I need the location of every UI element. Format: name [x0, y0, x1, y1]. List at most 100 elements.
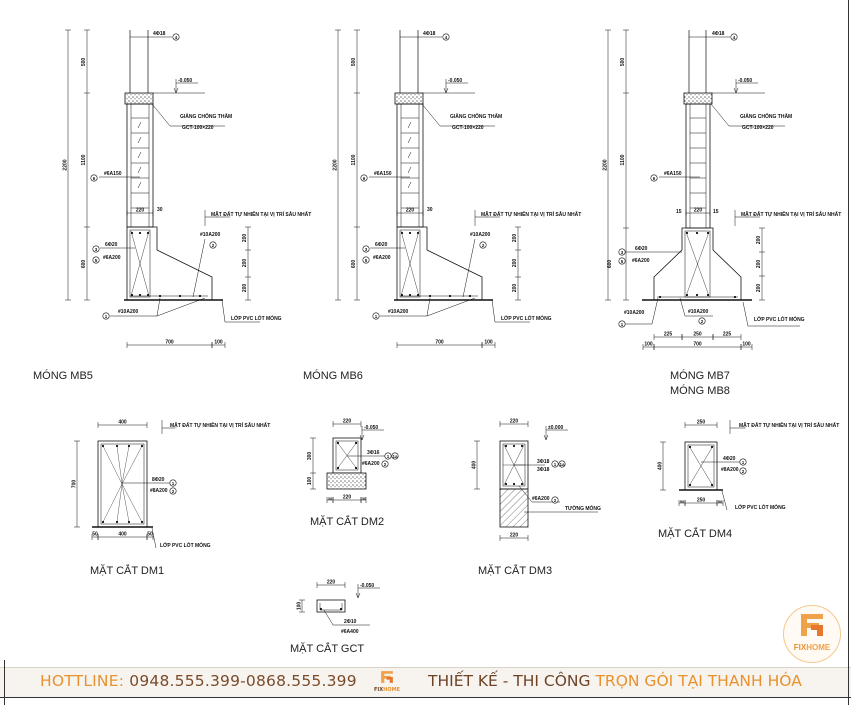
- marker-circle: [169, 487, 177, 495]
- marker-number: 4: [445, 35, 448, 40]
- rebar-dot: [685, 231, 689, 235]
- elevation-label: -0.050: [738, 78, 752, 84]
- marker-number: 1a: [392, 454, 398, 459]
- rebar-tick: [407, 181, 412, 189]
- bar-label: 3Φ18: [537, 467, 550, 473]
- leader-line: [518, 485, 560, 503]
- stirrup-label: #6A150: [374, 171, 392, 177]
- tie-line: [102, 445, 123, 485]
- dimension-label: 200: [512, 259, 518, 268]
- rebar-dot: [408, 293, 412, 297]
- drawing-title: MẶT CẮT DM3: [478, 564, 552, 577]
- rebar-dot: [685, 293, 689, 297]
- dimension-label: 250: [697, 420, 706, 426]
- leader-line: [221, 299, 260, 323]
- marker-number: 1: [375, 314, 378, 319]
- rebar-dot: [688, 483, 692, 487]
- rebar-tick: [407, 166, 412, 174]
- marker-circle: [739, 467, 747, 475]
- marker-number: 2: [701, 319, 704, 324]
- leader-line: [323, 609, 370, 626]
- dimension-label: 200: [756, 236, 762, 245]
- slogan-part-2: TRỌN GÓI TẠI THANH HÓA: [595, 672, 802, 690]
- dimension-label: 200: [242, 234, 248, 243]
- drawing-title: MẶT CẮT DM2: [310, 515, 384, 528]
- waterproof-beam: [394, 92, 424, 105]
- side-bar-label: #10A200: [470, 232, 491, 238]
- dimension-label: 600: [81, 260, 87, 269]
- leader-line: [679, 297, 713, 317]
- tie-line: [102, 483, 123, 523]
- rebar-dot: [138, 293, 142, 297]
- rebar-dot: [658, 295, 662, 299]
- dimension-label: 100: [307, 477, 313, 486]
- pvc-label: LỚP PVC LÓT MÓNG: [735, 503, 786, 511]
- dimension-label: 50: [147, 532, 153, 538]
- marker-circle: [551, 496, 559, 504]
- rebar-dot: [706, 231, 710, 235]
- cover-label: 30: [427, 207, 433, 213]
- rebar-dot: [416, 231, 420, 235]
- dimension-label: 700: [435, 340, 444, 346]
- dimension-label: 220: [343, 495, 352, 501]
- elevation-label: -0.050: [448, 78, 462, 84]
- main-bar-label: 6Φ20: [105, 242, 118, 248]
- rebar-dot: [130, 231, 134, 235]
- elevation-arrow: [733, 87, 739, 94]
- dimension-label: 220: [343, 419, 352, 425]
- rebar-tick: [137, 166, 142, 174]
- bottom-bar-label: #10A200: [388, 309, 409, 315]
- tie-label: #8A200: [150, 488, 168, 494]
- marker-number: 1: [172, 481, 175, 486]
- marker-circle: [391, 452, 399, 460]
- elevation-label: -0.050: [364, 425, 378, 431]
- dimension-label: 600: [607, 260, 613, 269]
- dimension-label: 200: [512, 284, 518, 293]
- rebar-dot: [400, 231, 404, 235]
- rebar-dot: [520, 444, 524, 448]
- marker-circle: [650, 174, 658, 182]
- ground-label: MẶT ĐẤT TỰ NHIÊN TẠI VỊ TRÍ SÂU NHẤT: [170, 421, 270, 429]
- tie-line: [121, 445, 143, 485]
- section-stirrup: [687, 444, 715, 488]
- drawing-title: MẶT CẮT DM4: [658, 527, 732, 540]
- marker-circle: [169, 479, 177, 487]
- rebar-dot: [504, 444, 508, 448]
- ground-label: MẶT ĐẤT TỰ NHIÊN TẠI VỊ TRÍ SÂU NHẤT: [481, 210, 581, 218]
- marker-circle: [209, 241, 217, 249]
- marker-number: 2: [482, 243, 485, 248]
- lean-concrete: [326, 472, 367, 490]
- tie-line: [688, 445, 714, 487]
- logo-mark-icon: [801, 614, 823, 636]
- marker-circle: [362, 256, 370, 264]
- rebar-dot: [138, 231, 142, 235]
- marker-circle: [172, 33, 180, 41]
- ground-label: MẶT ĐẤT TỰ NHIÊN TẠI VỊ TRÍ SÂU NHẤT: [739, 421, 839, 429]
- dimension-label: 225: [723, 332, 732, 338]
- rebar-dot: [130, 293, 134, 297]
- elevation-label: -0.050: [178, 78, 192, 84]
- pvc-label: LỚP PVC LÓT MÓNG: [501, 314, 552, 322]
- rebar-dot: [339, 607, 343, 611]
- foundation-wall: [499, 488, 529, 528]
- footing-stirrup: [129, 229, 151, 298]
- dimension-label: 200: [242, 259, 248, 268]
- drawing-title: MÓNG MB8: [670, 384, 730, 397]
- rebar-dot: [695, 231, 699, 235]
- footer-logo: FIXHOME: [372, 670, 402, 694]
- rebar-dot: [408, 231, 412, 235]
- marker-number: 3: [621, 250, 624, 255]
- leader-line: [380, 297, 476, 317]
- rebar-dot: [146, 231, 150, 235]
- rebar-dot: [512, 444, 516, 448]
- footer-logo-icon: [381, 671, 393, 683]
- dimension-label: 500: [351, 58, 357, 67]
- section-stirrup: [319, 603, 343, 611]
- hotline: HOTTLINE: 0948.555.399-0868.555.399: [40, 672, 357, 690]
- rebar-dot: [178, 294, 182, 298]
- waterproof-beam: [124, 92, 154, 105]
- logo-text-fix: FIX: [793, 643, 807, 652]
- dimension-label: 200: [242, 284, 248, 293]
- marker-number: 2: [742, 469, 745, 474]
- leader-line: [491, 299, 530, 323]
